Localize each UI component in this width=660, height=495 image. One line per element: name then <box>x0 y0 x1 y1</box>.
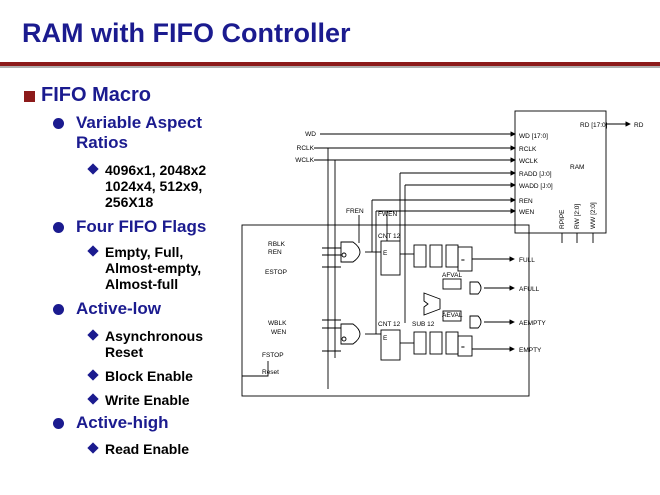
counter-bottom <box>380 329 401 361</box>
afval-box <box>442 278 462 290</box>
bullet-flags: Four FIFO Flags <box>76 217 207 236</box>
circle-bullet-icon <box>53 418 64 429</box>
circle-bullet-icon <box>53 118 64 129</box>
afull-label: AFULL <box>519 286 540 293</box>
reset-label: Reset <box>262 369 279 376</box>
rd-output-label: RD <box>634 122 644 129</box>
inverter-bubble <box>341 336 347 342</box>
comparator-bottom-eq: = <box>461 344 465 351</box>
cnt-bottom-label: CNT 12 <box>378 321 401 328</box>
register-bottom-2 <box>429 331 443 355</box>
aeval-label: AEVAL <box>442 312 463 319</box>
subtractor-shape <box>423 292 441 316</box>
sub-bullet-flag-list: Empty, Full, Almost-empty, Almost-full <box>105 244 201 292</box>
section-heading: FIFO Macro <box>41 84 152 106</box>
afval-label: AFVAL <box>442 272 462 279</box>
bullet-line: Almost-full <box>105 276 179 292</box>
diamond-bullet-icon <box>87 163 99 175</box>
and-gate-top <box>340 241 361 263</box>
sub-bullet-write-enable: Write Enable <box>105 392 190 408</box>
ram-wclk-port: WCLK <box>519 158 538 165</box>
wd-label: WD <box>305 131 316 138</box>
reset-frame <box>241 224 530 397</box>
register-top-3 <box>445 244 459 268</box>
bullet-line: 256X18 <box>105 194 154 210</box>
counter-top <box>380 240 401 276</box>
bullet-line: 1024x4, 512x9, <box>105 178 203 194</box>
reset-bracket <box>242 361 269 377</box>
bullet-line: Almost-empty, <box>105 260 202 276</box>
bullet-active-high: Active-high <box>76 413 169 432</box>
rblk-label: RBLK <box>268 241 286 248</box>
title-divider <box>0 62 660 66</box>
wblk-label: WBLK <box>268 320 287 327</box>
circle-bullet-icon <box>53 222 64 233</box>
rpipe-label: RPIPE <box>559 209 566 229</box>
circle-bullet-icon <box>53 304 64 315</box>
ram-label: RAM <box>570 164 584 171</box>
empty-label: EMPTY <box>519 347 542 354</box>
square-bullet-icon <box>24 91 35 102</box>
bullet-line: Reset <box>105 344 144 360</box>
diamond-bullet-icon <box>87 329 99 341</box>
rclk-label: RCLK <box>297 145 315 152</box>
bullet-line: Asynchronous <box>105 328 204 344</box>
ren-input-label: REN <box>268 249 282 256</box>
ram-ren-port: REN <box>519 198 533 205</box>
aempty-label: AEMPTY <box>519 320 546 327</box>
estop-label: ESTOP <box>265 269 287 276</box>
fwen-label: FWEN <box>378 211 397 218</box>
afull-gate <box>469 281 482 295</box>
ram-rd-port: RD [17:0] <box>580 122 608 129</box>
bullet-line: Ratios <box>76 133 128 152</box>
sub-bullet-read-enable: Read Enable <box>105 441 190 457</box>
inverter-bubble <box>341 252 347 258</box>
fren-label: FREN <box>346 208 364 215</box>
diamond-bullet-icon <box>87 393 99 405</box>
bullet-line: Variable Aspect <box>76 113 202 132</box>
wen-input-label: WEN <box>271 329 286 336</box>
ww-label: WW [2:0] <box>590 202 597 229</box>
diamond-bullet-icon <box>87 369 99 381</box>
counter-top-enable: E <box>383 250 388 257</box>
register-bottom-3 <box>445 331 459 355</box>
register-top-1 <box>413 244 427 268</box>
ram-wd-port: WD [17:0] <box>519 133 548 140</box>
fstop-label: FSTOP <box>262 352 284 359</box>
counter-bottom-enable: E <box>383 335 388 342</box>
and-gate-bottom <box>340 323 361 345</box>
rw-label: RW [2:0] <box>574 204 581 229</box>
ram-wen-port: WEN <box>519 209 534 216</box>
full-label: FULL <box>519 257 535 264</box>
diamond-bullet-icon <box>87 245 99 257</box>
bullet-line: Empty, Full, <box>105 244 184 260</box>
sub-label: SUB 12 <box>412 321 435 328</box>
wclk-label: WCLK <box>295 157 314 164</box>
comparator-bottom <box>457 335 473 357</box>
ram-radd-port: RADD [J:0] <box>519 171 552 178</box>
page-title: RAM with FIFO Controller <box>22 18 351 48</box>
fifo-block-diagram: WD RCLK WCLK WD [17:0] RCLK WCLK RADD [J… <box>241 110 644 397</box>
aempty-gate <box>469 315 482 329</box>
bullet-variable-aspect: Variable Aspect Ratios <box>76 113 202 153</box>
bullet-list: FIFO Macro Variable Aspect Ratios 4096x1… <box>0 0 245 495</box>
sub-bullet-async: Asynchronous Reset <box>105 328 203 360</box>
bullet-line: 4096x1, 2048x2 <box>105 162 207 178</box>
ram-wadd-port: WADD [J:0] <box>519 183 553 190</box>
aeval-box <box>442 310 462 322</box>
cnt-top-label: CNT 12 <box>378 233 401 240</box>
sub-bullet-ratios: 4096x1, 2048x2 1024x4, 512x9, 256X18 <box>105 162 206 210</box>
comparator-top-eq: = <box>461 257 465 264</box>
register-top-2 <box>429 244 443 268</box>
diamond-bullet-icon <box>87 442 99 454</box>
diagram-labels: WD RCLK WCLK WD [17:0] RCLK WCLK RADD [J… <box>262 122 644 376</box>
title-divider-shadow <box>0 66 660 68</box>
ram-rclk-port: RCLK <box>519 146 537 153</box>
sub-bullet-block-enable: Block Enable <box>105 368 193 384</box>
bullet-active-low: Active-low <box>76 299 162 318</box>
register-bottom-1 <box>413 331 427 355</box>
